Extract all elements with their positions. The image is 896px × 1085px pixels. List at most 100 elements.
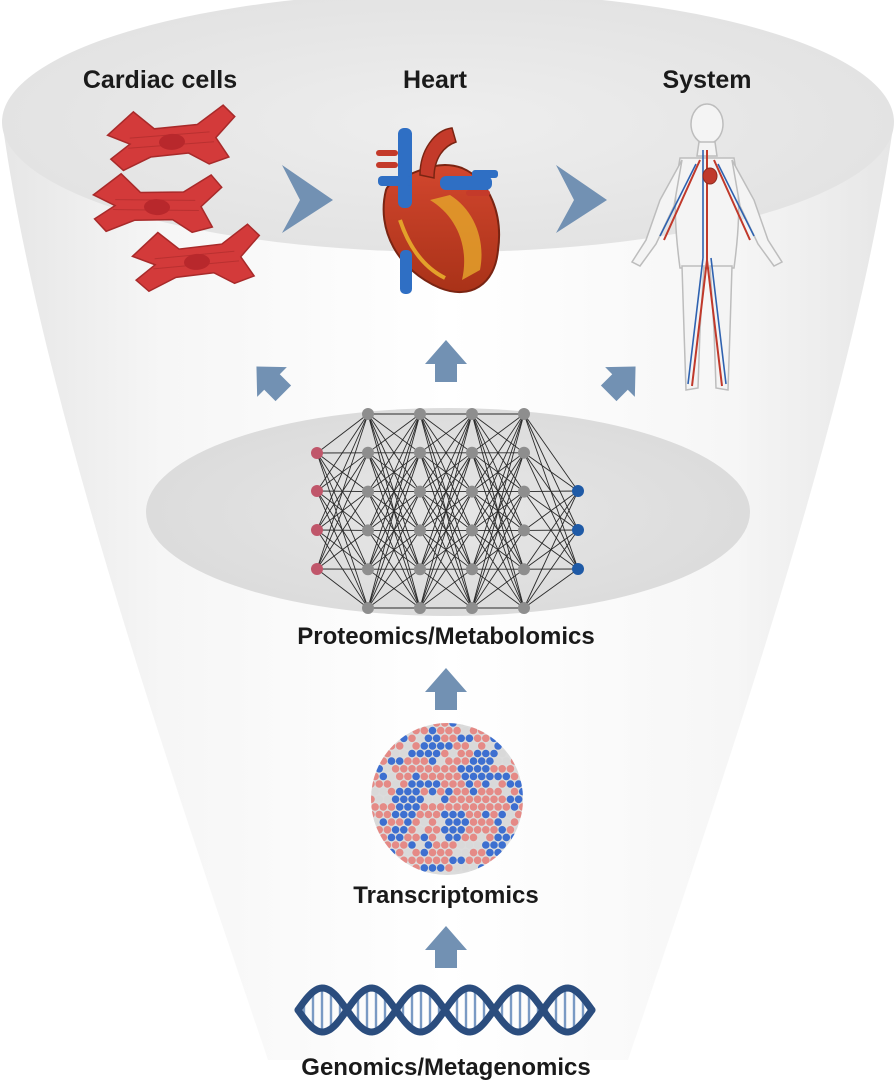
transcript-spot: [449, 765, 457, 773]
network-hidden-node: [414, 408, 426, 420]
arrow-up-icon: [425, 340, 467, 382]
network-edge: [367, 491, 421, 609]
transcript-spot: [473, 734, 482, 743]
transcript-spot: [465, 734, 474, 743]
transcript-spot: [424, 810, 433, 819]
transcript-spot: [490, 810, 498, 819]
transcript-spot: [400, 765, 408, 773]
label-cardiac-cells: Cardiac cells: [83, 66, 237, 94]
transcript-spot: [408, 810, 416, 819]
transcript-spot: [490, 795, 498, 804]
transcript-spot: [375, 795, 384, 804]
network-edge: [523, 413, 579, 492]
network-hidden-node: [466, 602, 478, 614]
network-hidden-node: [362, 524, 374, 537]
network-edge: [471, 530, 525, 609]
transcript-spot: [465, 749, 474, 758]
transcript-spot: [445, 864, 453, 872]
transcript-spot: [379, 772, 388, 781]
transcript-spot: [420, 803, 429, 811]
transcript-spot: [461, 742, 470, 750]
transcript-spot: [502, 803, 511, 811]
transcript-spot: [469, 772, 478, 781]
network-edge: [367, 530, 421, 609]
network-edge: [367, 413, 421, 492]
transcript-spot: [395, 803, 404, 811]
transcript-spot: [453, 864, 461, 872]
transcript-spot: [383, 810, 392, 819]
transcript-spot: [449, 841, 457, 849]
transcript-spot: [404, 787, 412, 796]
network-edge: [471, 452, 525, 609]
transcript-spot: [461, 787, 470, 796]
transcript-spot: [408, 795, 416, 804]
transcript-spot: [502, 787, 511, 796]
transcript-spot: [400, 780, 408, 788]
transcript-spot: [420, 833, 429, 842]
transcript-spot: [432, 795, 441, 804]
transcript-spot: [416, 734, 425, 743]
network-edge: [419, 530, 473, 609]
network-hidden-node: [466, 446, 478, 459]
transcript-spot: [387, 757, 396, 765]
transcript-spot: [412, 757, 420, 765]
transcript-spot: [391, 765, 400, 773]
transcript-spot: [400, 841, 408, 849]
network-edge: [471, 413, 525, 609]
transcript-spot: [428, 742, 437, 750]
transcript-spot: [371, 803, 379, 811]
transcript-spot: [428, 833, 437, 842]
transcript-spot: [404, 818, 412, 826]
transcript-spot: [445, 742, 453, 750]
transcript-spot: [436, 772, 445, 781]
network-edge: [367, 413, 421, 531]
transcript-spot: [502, 772, 511, 781]
transcript-spot: [477, 833, 486, 842]
network-edge: [523, 568, 579, 609]
network-hidden-node: [414, 446, 426, 459]
transcript-spot: [469, 818, 478, 826]
transcript-spot: [416, 841, 425, 849]
network-edge: [419, 413, 473, 492]
transcript-spot: [453, 772, 461, 781]
transcript-spot: [486, 757, 494, 765]
transcript-spot: [375, 810, 384, 819]
transcript-spot: [424, 856, 433, 865]
network-hidden-node: [362, 602, 374, 614]
transcript-spot: [486, 848, 494, 857]
transcript-spot: [494, 833, 502, 842]
transcript-spot: [498, 749, 507, 758]
transcript-spot: [477, 803, 486, 811]
human-body-icon: [630, 103, 784, 391]
transcript-spot: [436, 726, 445, 735]
network-edge: [419, 413, 473, 570]
transcript-spot: [457, 841, 466, 849]
transcript-spot: [424, 765, 433, 773]
transcript-spot: [416, 795, 425, 804]
transcript-spot: [494, 757, 502, 765]
transcript-spot: [395, 818, 404, 826]
transcript-spot: [383, 795, 392, 804]
transcript-spot: [420, 864, 429, 872]
transcript-spot: [457, 780, 466, 788]
network-edge: [523, 452, 579, 492]
transcript-spot: [506, 810, 515, 819]
transcript-spot: [387, 833, 396, 842]
transcript-spot: [453, 833, 461, 842]
transcript-spot: [449, 780, 457, 788]
transcript-spot: [514, 795, 523, 804]
transcript-spot: [514, 780, 523, 788]
network-hidden-node: [518, 446, 530, 459]
transcript-spot: [453, 787, 461, 796]
dna-strand-2: [294, 984, 596, 1036]
transcript-spot: [395, 787, 404, 796]
transcript-spot: [387, 803, 396, 811]
network-edge: [367, 413, 421, 454]
transcript-spot: [498, 795, 507, 804]
transcript-spot: [494, 787, 502, 796]
transcript-spot: [420, 742, 429, 750]
network-hidden-node: [466, 563, 478, 576]
transcript-spot: [391, 841, 400, 849]
transcript-spot: [506, 780, 515, 788]
network-edge: [523, 529, 579, 609]
